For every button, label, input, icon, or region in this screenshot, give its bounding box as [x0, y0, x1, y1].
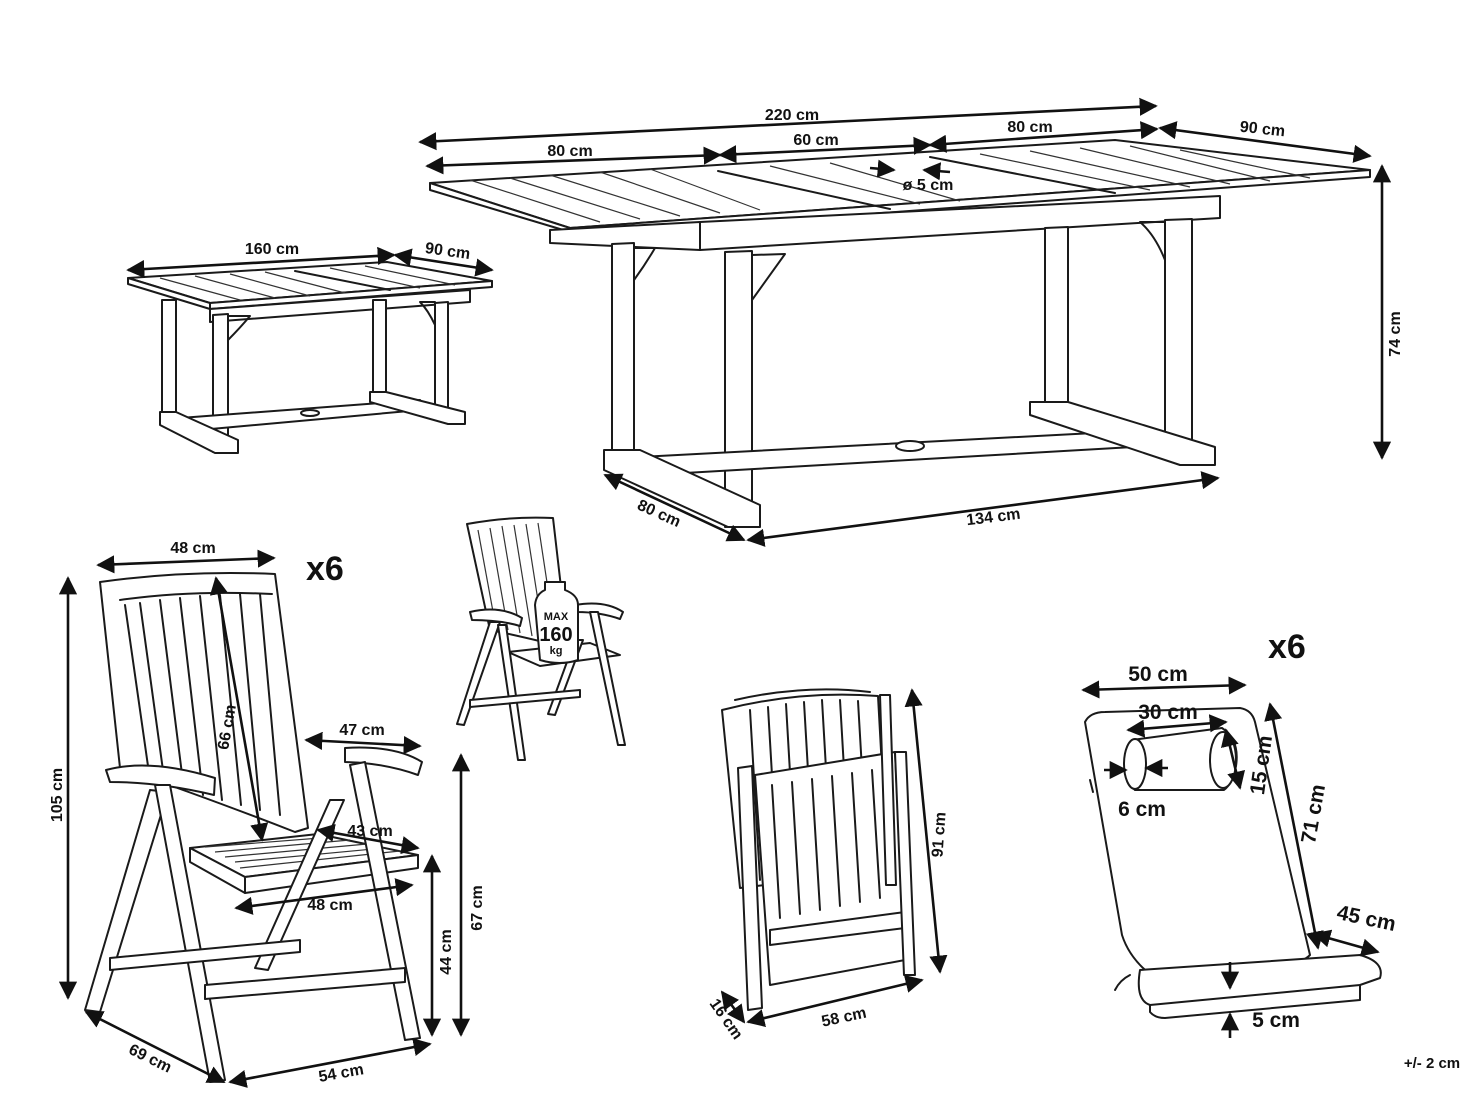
label-folded-thickness: 16 cm — [706, 996, 746, 1043]
dim-back-width: 48 cm — [96, 540, 276, 574]
label-arm-width: 47 cm — [339, 722, 384, 739]
label-folded-width: 58 cm — [820, 1005, 868, 1031]
dim-leaf-middle: 60 cm — [718, 132, 932, 164]
tolerance-note: +/- 2 cm — [1404, 1055, 1460, 1072]
dim-folded-thickness: 16 cm — [706, 990, 746, 1043]
dim-pillow-small: 6 cm — [1104, 758, 1168, 821]
extended-table-illustration — [429, 139, 1371, 528]
label-pillow-small: 6 cm — [1118, 798, 1166, 821]
dim-seat-width: 48 cm — [234, 878, 414, 915]
label-cushion-seat-depth: 45 cm — [1335, 901, 1398, 936]
label-seat-depth: 43 cm — [347, 823, 392, 840]
dim-pillow-length: 30 cm — [1126, 701, 1228, 738]
chairs-multiplier: x6 — [306, 550, 344, 588]
load-unit-text: kg — [550, 645, 563, 657]
label-back-width: 48 cm — [170, 540, 215, 557]
dim-table-height: 74 cm — [1372, 164, 1404, 460]
label-cushion-thickness: 5 cm — [1252, 1009, 1300, 1032]
dim-base-length: 134 cm — [746, 471, 1220, 547]
label-leaf-right: 80 cm — [1007, 119, 1052, 136]
label-seat-height: 44 cm — [438, 929, 455, 974]
label-extended-width: 90 cm — [1239, 119, 1286, 141]
label-pillow-length: 30 cm — [1138, 701, 1198, 724]
dim-umbrella-hole: ø 5 cm — [869, 159, 954, 194]
dim-chair-width: 54 cm — [228, 1038, 432, 1088]
dim-compact-width: 90 cm — [393, 240, 494, 277]
compact-table-illustration — [127, 261, 493, 454]
label-total-height: 105 cm — [49, 768, 66, 822]
label-leaf-left: 80 cm — [547, 143, 592, 160]
dim-extended-width: 90 cm — [1158, 119, 1372, 163]
label-extended-length: 220 cm — [765, 107, 819, 124]
cushion-illustration — [1084, 707, 1382, 1019]
label-cushion-width: 50 cm — [1128, 663, 1188, 686]
folded-chair-illustration — [721, 688, 916, 1011]
label-umbrella-hole: ø 5 cm — [903, 177, 954, 194]
cushions-multiplier: x6 — [1268, 628, 1306, 666]
dim-total-height: 105 cm — [49, 576, 78, 1000]
load-value-text: 160 — [539, 624, 572, 646]
label-table-height: 74 cm — [1387, 311, 1404, 356]
label-arm-height: 67 cm — [469, 885, 486, 930]
load-chair-illustration — [456, 516, 626, 761]
dim-arm-width: 47 cm — [304, 722, 422, 755]
dim-cushion-width: 50 cm — [1081, 663, 1247, 699]
dim-arm-height: 67 cm — [451, 753, 486, 1037]
dim-extended-length: 220 cm — [418, 97, 1158, 151]
label-compact-width: 90 cm — [424, 240, 471, 263]
dim-cushion-thickness: 5 cm — [1220, 962, 1300, 1038]
dim-seat-depth: 43 cm — [316, 823, 420, 855]
label-cushion-back-length: 71 cm — [1297, 783, 1330, 846]
label-base-length: 134 cm — [965, 506, 1021, 529]
dim-folded-width: 58 cm — [746, 974, 924, 1031]
label-folded-height: 91 cm — [929, 811, 949, 857]
dim-compact-length: 160 cm — [126, 241, 396, 279]
dim-cushion-seat-depth: 45 cm — [1312, 901, 1398, 957]
dim-seat-height: 44 cm — [422, 854, 455, 1037]
label-seat-width: 48 cm — [307, 897, 352, 914]
load-max-text: MAX — [544, 611, 569, 623]
label-chair-depth: 69 cm — [126, 1041, 174, 1076]
dim-folded-height: 91 cm — [904, 688, 950, 974]
dim-leaf-left: 80 cm — [425, 143, 722, 175]
dim-leaf-right: 80 cm — [928, 119, 1159, 153]
label-compact-length: 160 cm — [245, 241, 299, 258]
label-leaf-middle: 60 cm — [793, 132, 838, 149]
